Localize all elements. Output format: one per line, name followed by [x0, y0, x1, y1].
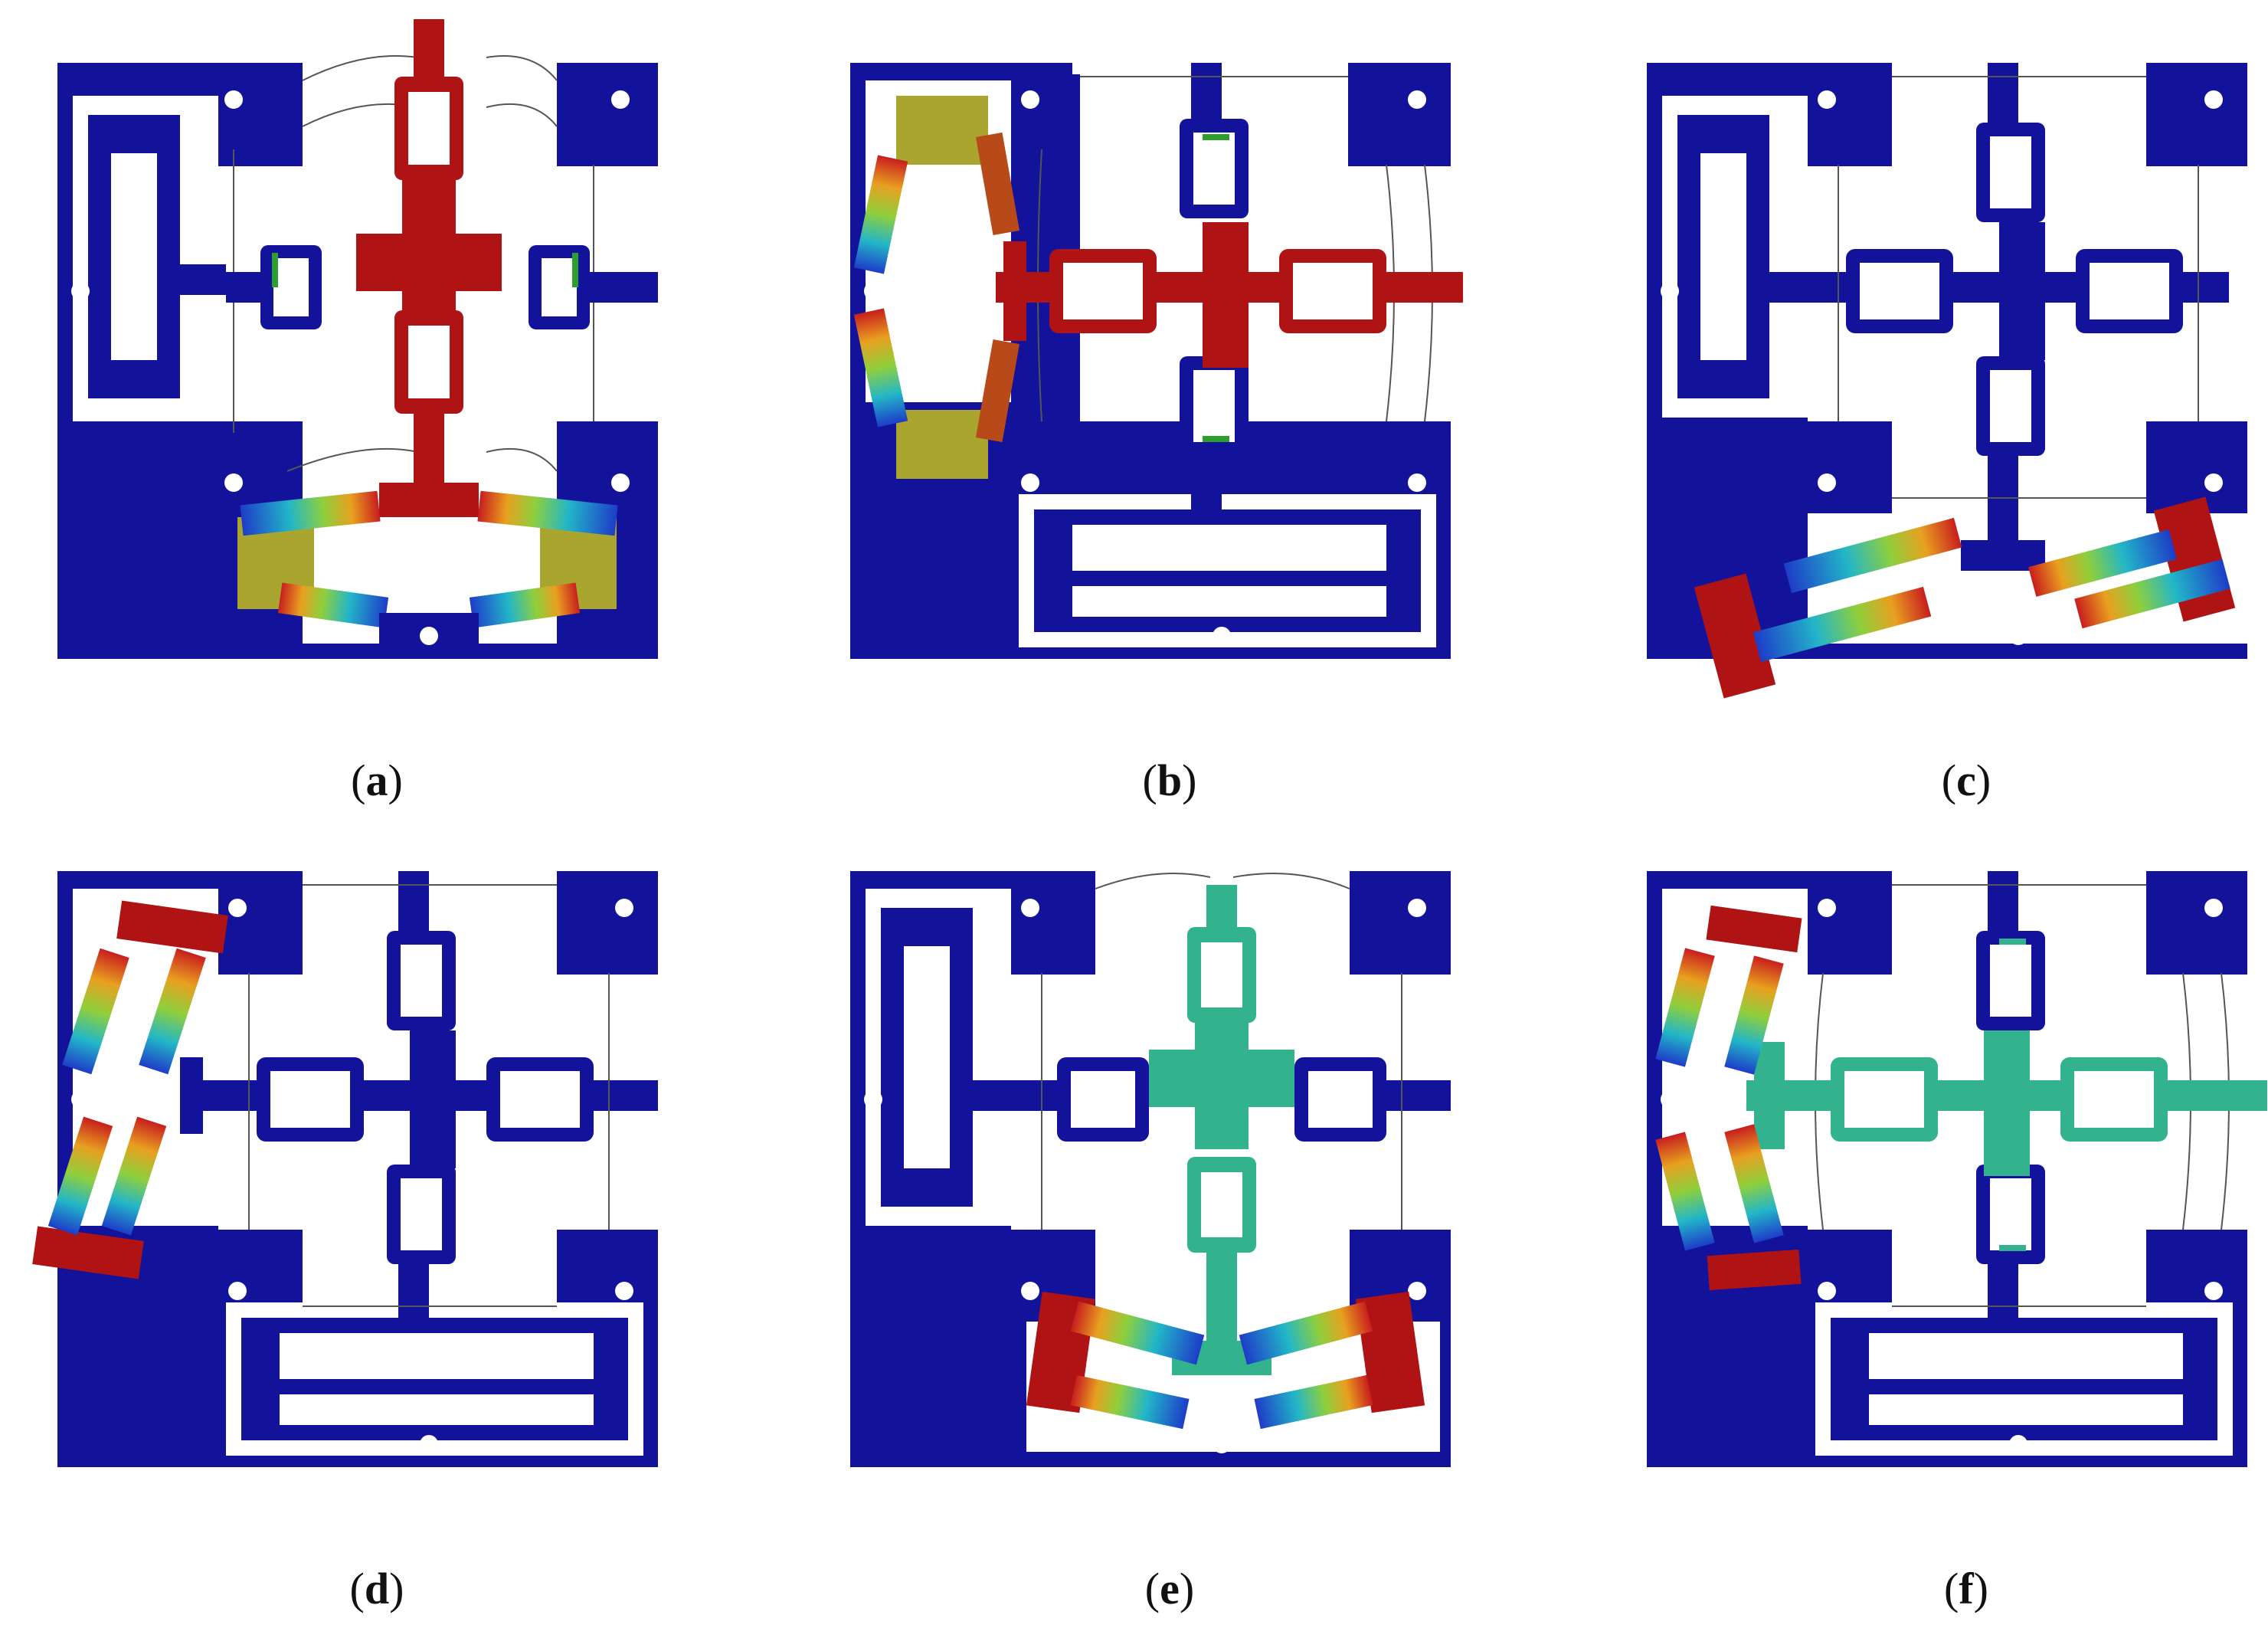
caption-c: (c): [1941, 755, 1991, 805]
frame-corner-tr: [557, 63, 658, 166]
panel-d: [32, 871, 658, 1467]
panel-a: [57, 19, 658, 659]
panel-f: [1647, 871, 2267, 1467]
frame-bottom-bar: [57, 644, 658, 659]
panel-e: [850, 871, 1451, 1467]
caption-b: (b): [1142, 755, 1197, 805]
stage-cross-vertical: [402, 180, 456, 333]
panel-b: [850, 63, 1463, 659]
caption-d: (d): [349, 1564, 404, 1613]
frame-left-bar: [57, 63, 73, 659]
caption-e: (e): [1144, 1564, 1195, 1613]
panel-c: [1647, 63, 2247, 699]
caption-a: (a): [351, 755, 403, 805]
caption-f: (f): [1944, 1564, 1988, 1613]
